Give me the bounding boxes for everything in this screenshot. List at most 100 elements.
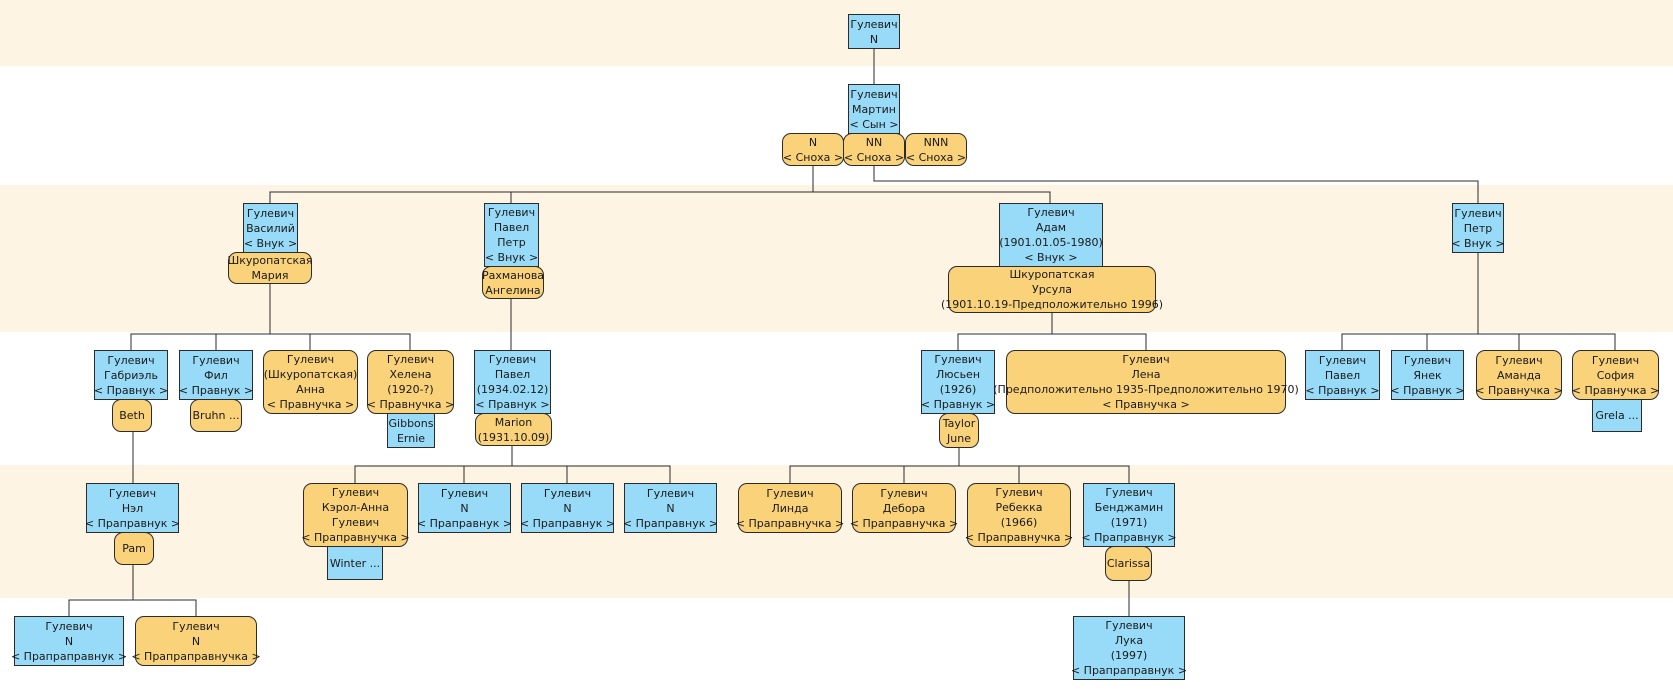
node-text-line: < Праправнук > (1081, 531, 1177, 544)
person-node-beth[interactable]: Beth (112, 399, 152, 432)
person-node-bruhn[interactable]: Bruhn ... (190, 399, 242, 432)
node-text-line: Гулевич (543, 486, 592, 500)
node-text-line: (1971) (1110, 516, 1148, 529)
node-text-line: < Правнук > (178, 383, 254, 397)
node-text-line: Гулевич (487, 206, 536, 219)
node-text-line: Winter ... (329, 556, 381, 570)
node-text-line: < Правнук > (920, 398, 996, 411)
node-text-line: Анна (296, 383, 325, 396)
node-text-line: Ангелина (485, 283, 541, 297)
node-text-line: Павел (494, 368, 531, 381)
node-text-line: < Сноха > (905, 150, 967, 164)
node-text-line: < Правнучка > (266, 398, 355, 411)
node-text-line: Дебора (882, 501, 926, 515)
node-text-line: Янек (1413, 368, 1442, 382)
node-text-line: Рахманова (481, 268, 545, 282)
node-text-line: Гулевич (995, 486, 1043, 499)
node-text-line: < Сноха > (782, 150, 844, 164)
person-node-pam[interactable]: Pam (114, 532, 154, 565)
node-text-line: < Сын > (849, 117, 899, 131)
node-text-line: Гулевич (1105, 486, 1153, 499)
node-text-line: Гулевич (1403, 353, 1452, 367)
node-text-line: < Прапраправнук > (10, 649, 128, 663)
node-text-line: Гулевич (1495, 353, 1543, 367)
node-text-line: < Праправнучка > (301, 531, 410, 544)
person-node-snoha3[interactable]: NNN< Сноха > (905, 133, 967, 166)
node-text-line: < Правнучка > (1571, 383, 1660, 397)
person-node-marion[interactable]: Marion(1931.10.09) (475, 413, 552, 446)
node-text-line: < Правнучка > (1102, 398, 1190, 411)
node-text-line: Гулевич (45, 619, 93, 633)
node-text-line: NNN (923, 135, 949, 149)
connector-line (68, 565, 134, 616)
person-node-clarissa[interactable]: Clarissa (1105, 546, 1152, 581)
node-text-line: Лука (1114, 634, 1144, 647)
node-text-line: Bruhn ... (192, 409, 240, 422)
node-text-line: < Прапраправнучка > (131, 649, 261, 663)
node-text-line: < Праправнучка > (849, 516, 959, 530)
node-text-line: Хелена (389, 368, 432, 381)
node-text-line: < Правнук > (93, 383, 169, 397)
node-text-line: Beth (119, 409, 145, 422)
person-node-snoha2[interactable]: NN< Сноха > (843, 133, 905, 166)
node-text-line: Адам (1035, 221, 1067, 234)
node-text-line: Гулевич (880, 486, 928, 500)
person-node-grela[interactable]: Grela ... (1592, 399, 1642, 432)
node-text-line: Ребекка (995, 501, 1043, 514)
connector-line (133, 599, 197, 616)
node-text-line: Гулевич (850, 87, 898, 101)
node-text-line: Гулевич (107, 353, 155, 367)
node-text-line: < Праправнук > (84, 516, 181, 530)
node-text-line: Гулевич (934, 353, 982, 366)
node-text-line: Marion (494, 415, 533, 429)
person-node-winter[interactable]: Winter ... (327, 546, 383, 580)
node-text-line: N (666, 501, 675, 515)
person-node-snoha1[interactable]: N< Сноха > (782, 133, 844, 166)
node-text-line: N (869, 32, 879, 46)
node-text-line: Кэрол-Анна (321, 501, 390, 514)
node-text-line: Pam (122, 542, 146, 555)
person-node-anna[interactable]: Гулевич(Шкуропатская)Анна< Правнучка > (263, 350, 358, 414)
node-text-line: Бенджамин (1094, 501, 1164, 514)
node-text-line: Гулевич (1454, 206, 1502, 220)
node-text-line: Гулевич (331, 486, 380, 499)
node-text-line: N (460, 501, 469, 515)
node-text-line: Лена (1131, 368, 1161, 381)
node-text-line: (1931.10.09) (477, 430, 550, 444)
